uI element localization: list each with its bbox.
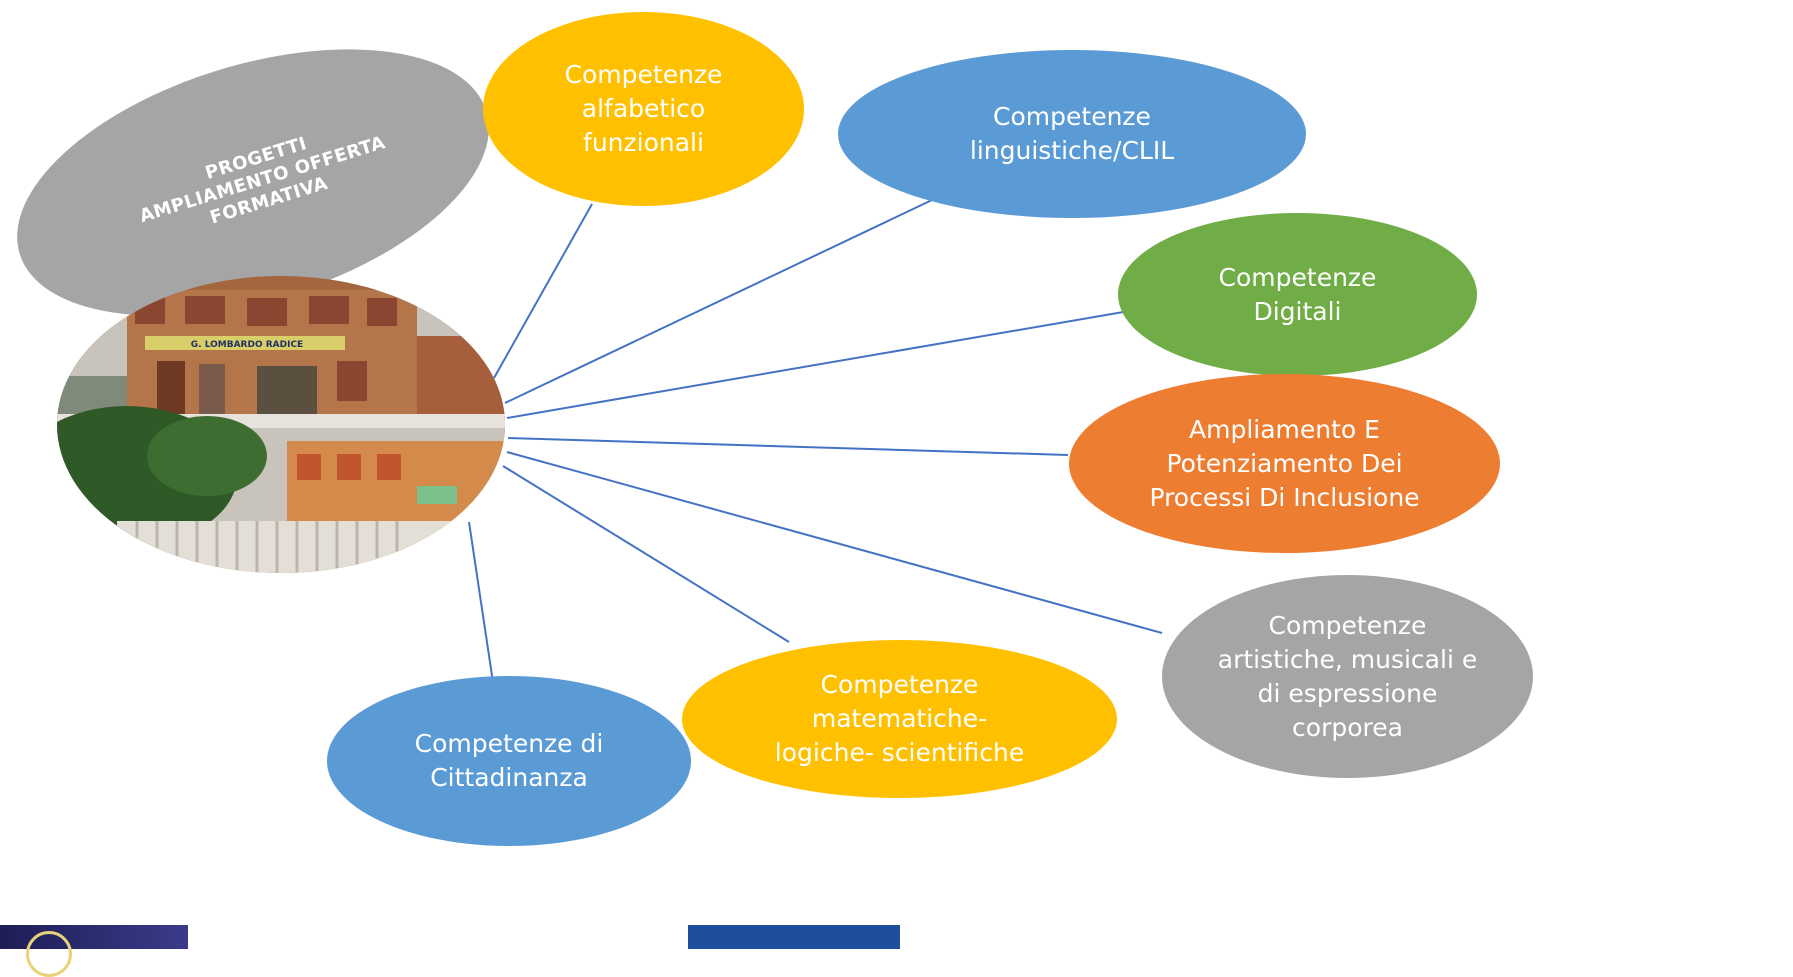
node-digitali-line-1: Competenze [1218,262,1377,292]
node-artistiche: Competenze artistiche, musicali e di esp… [1162,575,1533,778]
node-alfabetico-line-1: Competenze [564,60,723,89]
logo-ring-icon [26,931,72,977]
node-digitali: Competenze Digitali [1118,213,1477,376]
connector-inclusione [507,437,1069,456]
node-linguistiche-line-2: linguistiche/CLIL [969,136,1175,165]
node-matematiche-line-1: Competenze [820,670,979,699]
node-inclusione-line-1: Ampliamento E [1189,414,1380,444]
node-artistiche-line-4: corporea [1292,712,1403,742]
node-artistiche-line-2: artistiche, musicali e [1217,644,1478,674]
connector-alfabetico [493,203,593,379]
school-photo: G. LOMBARDO RADICE [57,276,505,573]
node-matematiche-line-3: logiche- scientifiche [774,738,1025,767]
diagram-title: PROGETTI AMPLIAMENTO OFFERTA FORMATIVA [131,111,395,249]
node-inclusione: Ampliamento E Potenziamento Dei Processi… [1069,374,1500,553]
node-artistiche-line-1: Competenze [1268,610,1427,640]
diagram-canvas: PROGETTI AMPLIAMENTO OFFERTA FORMATIVA G… [0,0,1533,977]
connector-digitali [506,309,1136,419]
node-linguistiche-line-1: Competenze [993,102,1151,131]
connector-matematiche [502,465,790,643]
node-alfabetico: Competenze alfabetico funzionali [483,12,804,206]
node-cittadinanza: Competenze di Cittadinanza [327,676,691,846]
node-cittadinanza-line-2: Cittadinanza [430,763,588,792]
school-sign: G. LOMBARDO RADICE [191,340,303,350]
school-logo [0,925,188,977]
footer-banner [688,925,900,949]
node-inclusione-line-2: Potenziamento Dei [1166,448,1403,478]
connector-cittadinanza [468,521,495,690]
connector-lines [468,199,1163,690]
node-linguistiche: Competenze linguistiche/CLIL [838,50,1306,218]
node-cittadinanza-line-1: Competenze di [414,729,604,758]
connector-linguistiche [504,199,933,404]
node-matematiche: Competenze matematiche- logiche- scienti… [682,640,1117,798]
connector-artistiche [506,451,1163,634]
node-alfabetico-line-3: funzionali [583,128,704,157]
node-digitali-line-2: Digitali [1253,296,1342,326]
node-alfabetico-line-2: alfabetico [581,94,706,123]
node-artistiche-line-3: di espressione [1257,678,1438,708]
school-photo-illustration: G. LOMBARDO RADICE [57,276,505,573]
node-matematiche-line-2: matematiche- [811,704,988,733]
node-inclusione-line-3: Processi Di Inclusione [1149,482,1420,512]
